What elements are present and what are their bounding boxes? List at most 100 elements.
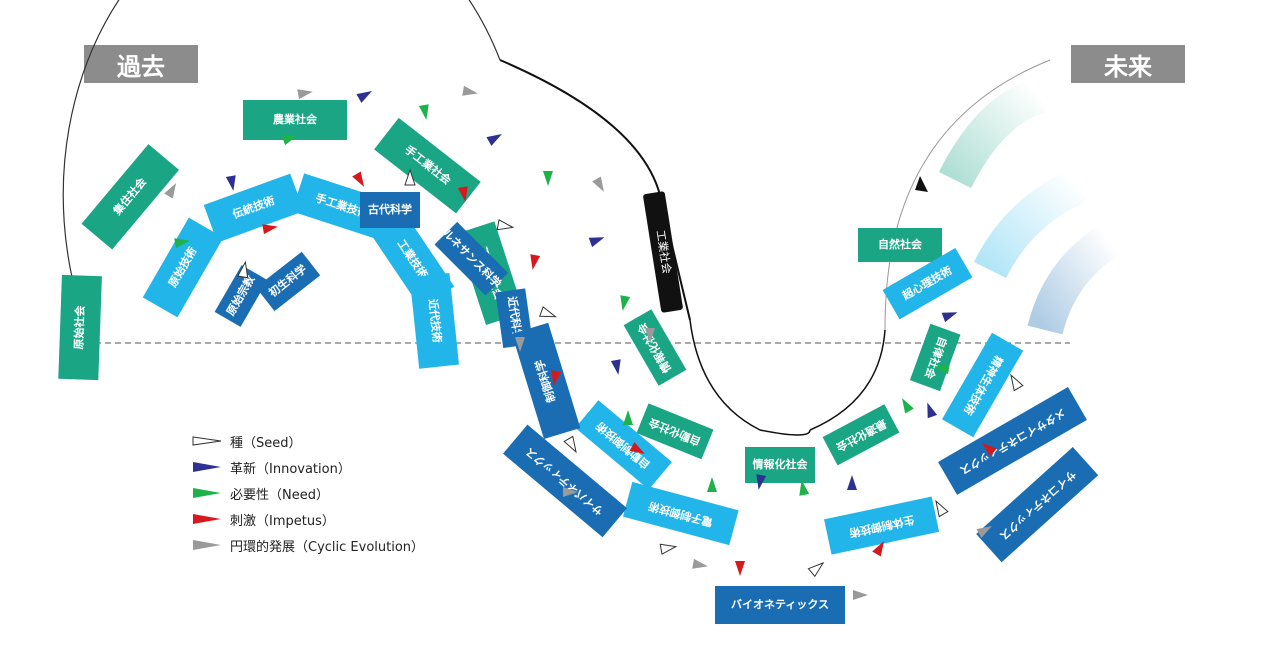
fade-arc-society <box>938 77 1046 189</box>
ring-segment: 原始技術 <box>142 217 224 318</box>
legend-item-seed: 種（Seed） <box>192 428 424 454</box>
need-marker-icon <box>543 171 553 186</box>
ring-segment-box <box>942 332 1024 438</box>
ring-segment-box <box>858 228 942 262</box>
need-marker-icon <box>707 477 717 492</box>
seed-marker-icon <box>1010 373 1024 392</box>
impetus-marker-icon <box>735 561 745 576</box>
ring-segment-box <box>203 173 304 243</box>
cyclic-marker-icon <box>645 328 655 343</box>
legend-item-innovation: 革新（Innovation） <box>192 454 424 480</box>
ring-segment: 原始社会 <box>58 274 102 381</box>
ring-segment-box <box>511 322 581 440</box>
s-curve-line <box>689 319 811 436</box>
cyclic-marker-icon <box>164 183 176 199</box>
need-marker-icon <box>623 410 633 425</box>
ring-segment: 情報化社会 <box>623 309 687 386</box>
rising-line <box>809 329 886 431</box>
seed-marker-icon <box>659 543 678 555</box>
ring-segment-label: バイオネティックス <box>731 598 829 611</box>
innovation-marker-icon <box>225 175 236 191</box>
ring-segment-box <box>822 404 900 466</box>
cyclic-marker-icon <box>692 558 708 569</box>
impetus-marker-icon <box>872 541 884 557</box>
seed-marker-icon <box>237 260 249 279</box>
innovation-marker-icon <box>356 91 372 103</box>
innovation-marker-icon <box>927 402 938 419</box>
innovation-marker-icon <box>588 237 605 248</box>
cyclic-marker-icon <box>976 526 992 538</box>
legend-label: 革新（Innovation） <box>230 461 351 477</box>
industrial-society-bar <box>499 59 691 321</box>
innovation-marker-icon <box>941 312 958 323</box>
fade-arc-technology <box>973 168 1088 279</box>
ring-segment: 古代科学 <box>360 192 420 228</box>
ring-segment-box <box>745 447 815 483</box>
seed-marker-icon <box>496 219 515 231</box>
legend-item-cyclic: 円環的発展（Cyclic Evolution） <box>192 532 424 558</box>
need-icon <box>193 488 221 498</box>
ring-segment: 集住社会 <box>81 144 180 250</box>
industrial-society-bar-block <box>643 191 683 313</box>
ring-segment-label: 原始社会 <box>71 304 87 349</box>
outer-guide-arc <box>62 0 501 331</box>
seed-icon <box>192 436 222 446</box>
impetus-marker-icon <box>530 254 541 270</box>
seed-marker-icon <box>539 306 558 318</box>
cyclic-marker-icon <box>297 89 313 100</box>
ring-segment-box <box>882 247 973 320</box>
cyclic-marker-icon <box>515 337 525 352</box>
innovation-icon <box>193 462 221 472</box>
ring-segment: 自律社会 <box>909 323 961 392</box>
ring-segment: 自然社会 <box>858 228 942 262</box>
impetus-marker-icon <box>551 370 562 386</box>
ring-segment-box <box>360 192 420 228</box>
industrial-society-bar-label: 工業社会 <box>654 229 675 275</box>
innovation-marker-icon <box>847 475 857 490</box>
seed-marker-icon <box>807 561 825 578</box>
innovation-marker-icon <box>486 134 502 146</box>
ring-segment-label: 農業社会 <box>273 112 318 126</box>
legend-label: 必要性（Need） <box>230 487 329 503</box>
ring-segment-box <box>409 273 459 369</box>
legend-item-impetus: 刺激（Impetus） <box>192 506 424 532</box>
ring-segment-box <box>715 586 845 624</box>
impetus-marker-icon <box>981 442 997 457</box>
need-marker-icon <box>174 238 190 249</box>
ring-segment-box <box>909 323 961 392</box>
impetus-marker-icon <box>629 442 645 454</box>
ring-segment-box <box>623 481 739 546</box>
rising-line-arrowhead <box>915 176 928 192</box>
markers-layer <box>164 85 1024 600</box>
impetus-marker-icon <box>352 171 364 187</box>
ring-segment-box <box>58 274 102 381</box>
ring-segment-box <box>434 221 509 296</box>
ring-segment-box <box>623 309 687 386</box>
ring-segment: 生体制御技術 <box>824 496 940 555</box>
ring-segment: 最適化社会 <box>822 404 900 466</box>
ring-segment-box <box>938 386 1087 495</box>
ring-segment-box <box>636 403 714 460</box>
ring-segment-box <box>575 400 672 490</box>
need-marker-icon <box>902 398 914 414</box>
ring-segment: 近代技術 <box>409 273 459 369</box>
segments-layer: 原始社会集住社会農業社会手工業社会工業化社会原始技術伝統技術手工業技術工業技術近… <box>58 100 1099 624</box>
ring-segment: バイオネティックス <box>715 586 845 624</box>
impetus-icon <box>193 514 221 524</box>
legend-label: 種（Seed） <box>230 435 302 451</box>
ring-segment: 農業社会 <box>243 100 347 140</box>
ring-segment-box <box>976 446 1099 563</box>
innovation-marker-icon <box>756 474 767 490</box>
ring-segment-box <box>243 100 347 140</box>
cyclic-marker-icon <box>592 176 604 192</box>
ring-segment-label: 近代科学 <box>505 295 525 341</box>
seed-marker-icon <box>563 435 577 454</box>
legend: 種（Seed） 革新（Innovation） 必要性（Need） 刺激（Impe… <box>192 428 424 558</box>
ring-segment-label: 情報化社会 <box>753 457 809 471</box>
ring-segment-box <box>824 496 940 555</box>
need-marker-icon <box>418 104 429 120</box>
ring-segment-label: 近代技術 <box>426 298 445 343</box>
ring-segment-box <box>502 424 628 538</box>
innovation-marker-icon <box>610 359 621 375</box>
